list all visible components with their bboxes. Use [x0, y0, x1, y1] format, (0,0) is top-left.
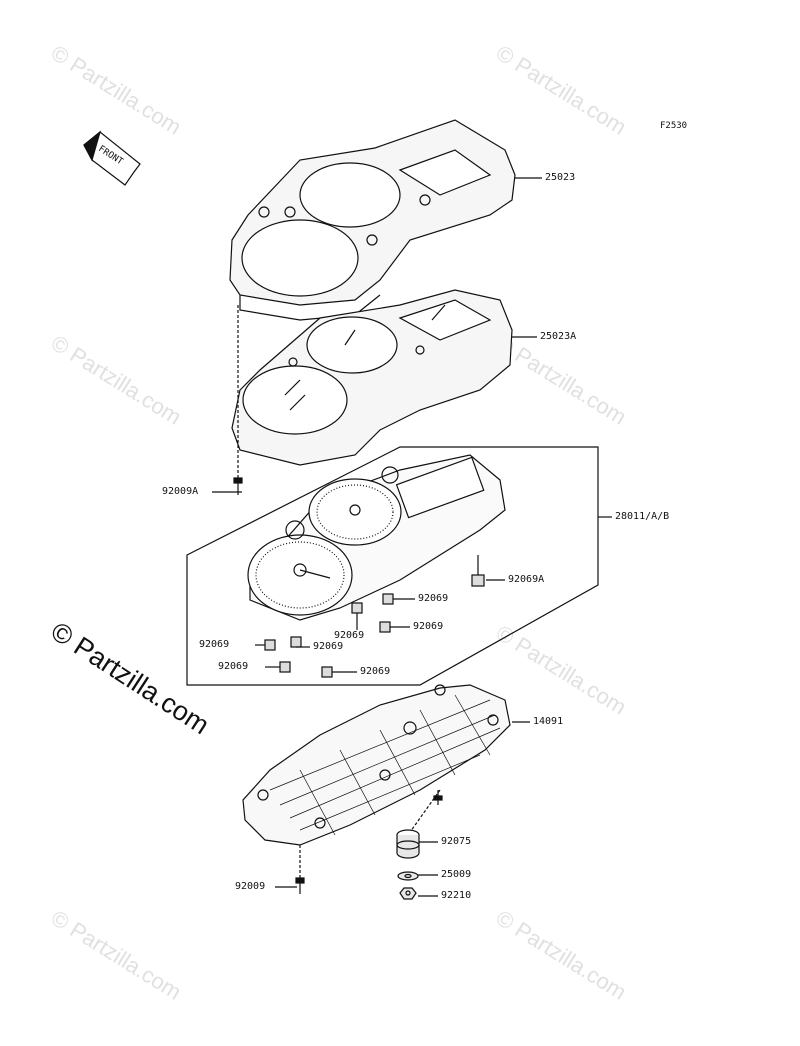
grommet-92075	[396, 829, 420, 859]
part-label-92069[interactable]: 92069	[334, 630, 365, 641]
collar-25009	[397, 871, 419, 881]
part-label-92210[interactable]: 92210	[441, 890, 472, 901]
screw-92009	[295, 877, 305, 894]
part-label-92069[interactable]: 92069	[313, 641, 344, 652]
meter-case	[231, 289, 513, 466]
part-label-92069[interactable]: 92069	[360, 666, 391, 677]
assembly-box	[186, 446, 599, 686]
upper-meter-cover	[229, 119, 516, 321]
figure-code: F2530	[660, 121, 688, 131]
bottom-cover	[242, 684, 511, 846]
part-label-25023[interactable]: 25023	[545, 172, 576, 183]
part-label-92069[interactable]: 92069	[199, 639, 230, 650]
part-label-92075[interactable]: 92075	[441, 836, 472, 847]
part-label-92069A[interactable]: 92069A	[508, 574, 545, 585]
part-label-25009[interactable]: 25009	[441, 869, 472, 880]
part-label-14091[interactable]: 14091	[533, 716, 564, 727]
leader-lines	[212, 177, 612, 897]
front-arrow-icon: FRONT	[83, 130, 141, 186]
stud-bolt	[433, 790, 443, 805]
part-label-92069[interactable]: 92069	[418, 593, 449, 604]
part-label-92009A[interactable]: 92009A	[162, 486, 199, 497]
part-label-92069[interactable]: 92069	[413, 621, 444, 632]
nut-92069A	[471, 555, 485, 587]
part-label-92009[interactable]: 92009	[235, 881, 266, 892]
part-label-28011-A-B[interactable]: 28011/A/B	[615, 511, 670, 522]
part-label-25023A[interactable]: 25023A	[540, 331, 577, 342]
nut-92210	[399, 887, 417, 900]
meter-assembly	[247, 454, 506, 621]
screw-92009A	[233, 477, 243, 495]
part-label-92069[interactable]: 92069	[218, 661, 249, 672]
nut-92069	[264, 593, 394, 678]
